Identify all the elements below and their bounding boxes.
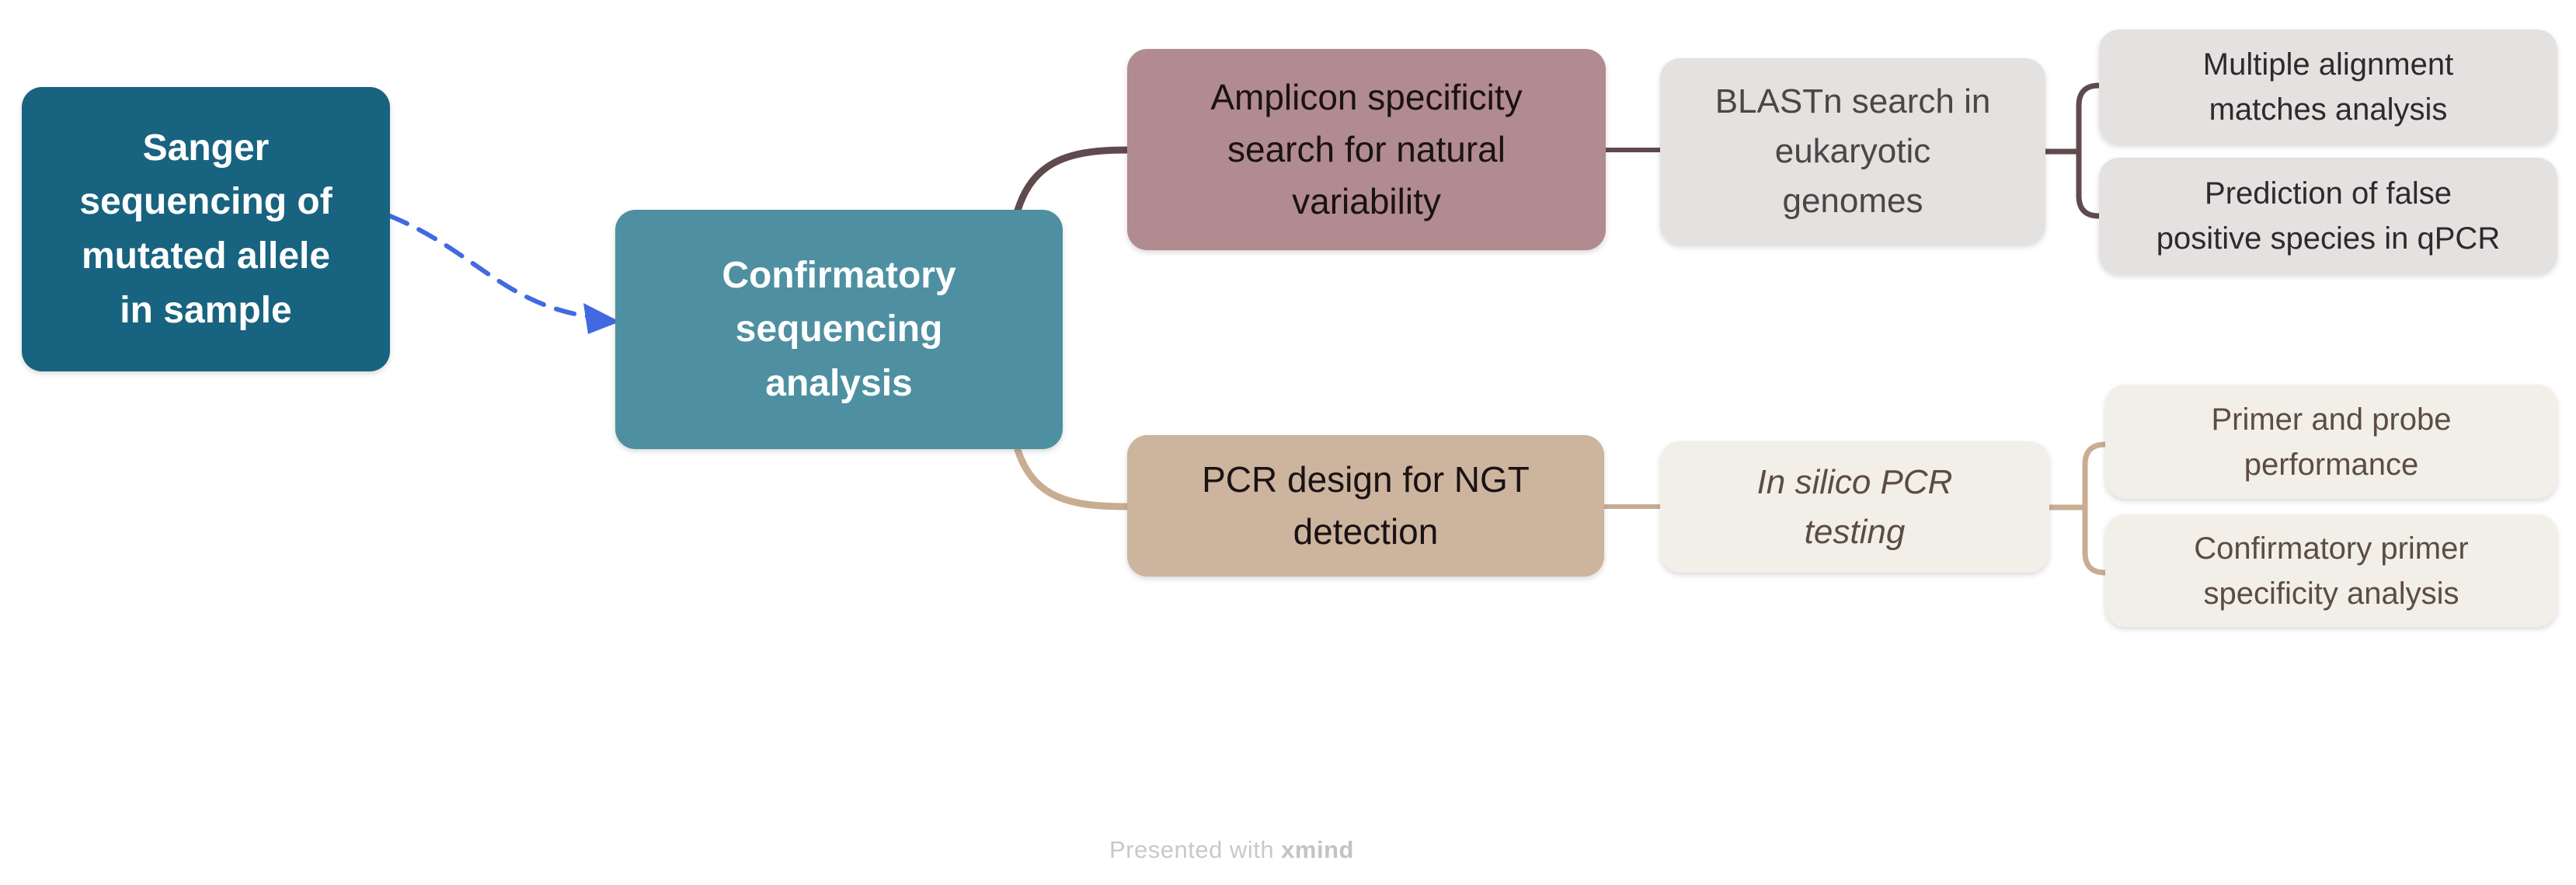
topic-primer-probe-performance[interactable]: Primer and probe performance	[2105, 385, 2557, 499]
bracket-insilico-children	[2082, 441, 2108, 576]
xmind-brand-label: xmind	[1281, 836, 1354, 863]
bracket-blastn-children	[2076, 82, 2102, 219]
topic-amplicon-specificity-search[interactable]: Amplicon specificity search for natural …	[1127, 49, 1606, 250]
xmind-watermark: Presented with xmind	[1109, 836, 1354, 864]
branch-confirmatory-to-pcr-design	[1010, 431, 1131, 510]
topic-sanger-sequencing[interactable]: Sanger sequencing of mutated allele in s…	[22, 87, 390, 371]
branch-confirmatory-to-amplicon	[1010, 146, 1131, 229]
relationship-arrow-sanger-to-confirmatory-arrowhead-icon	[583, 303, 620, 334]
watermark-text: Presented with	[1109, 836, 1282, 863]
topic-pcr-design-ngt[interactable]: PCR design for NGT detection	[1127, 435, 1604, 577]
topic-multiple-alignment-matches[interactable]: Multiple alignment matches analysis	[2099, 30, 2557, 145]
topic-confirmatory-sequencing-analysis[interactable]: Confirmatory sequencing analysis	[615, 210, 1063, 449]
topic-in-silico-pcr-testing[interactable]: In silico PCR testing	[1660, 441, 2049, 573]
topic-prediction-false-positive[interactable]: Prediction of false positive species in …	[2099, 158, 2557, 274]
topic-confirmatory-primer-specificity[interactable]: Confirmatory primer specificity analysis	[2105, 514, 2557, 627]
relationship-arrow-sanger-to-confirmatory	[388, 214, 594, 319]
topic-blastn-search[interactable]: BLASTn search in eukaryotic genomes	[1660, 58, 2045, 245]
